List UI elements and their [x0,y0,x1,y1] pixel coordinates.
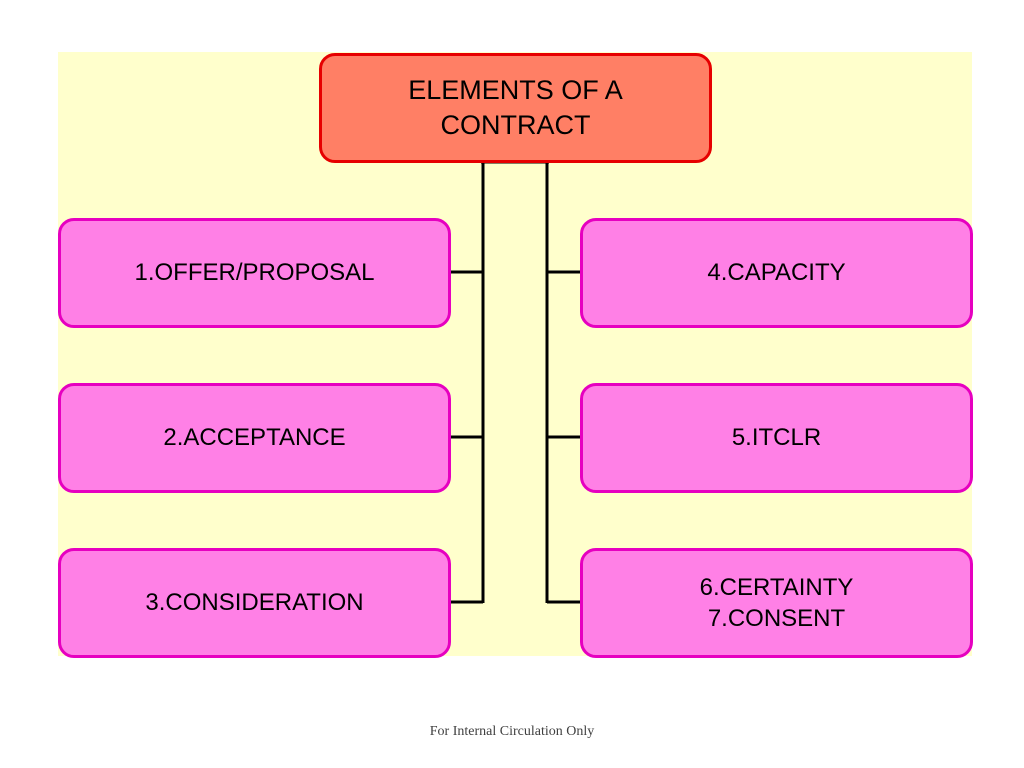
node-label: 4.CAPACITY [707,259,846,287]
node-certainty-consent: 6.CERTAINTY 7.CONSENT [580,548,973,658]
node-label: 3.CONSIDERATION [145,589,364,617]
root-node-line-2: CONTRACT [440,110,591,140]
footer-note: For Internal Circulation Only [429,724,595,739]
node-label-line-2: 7.CONSENT [707,605,846,632]
node-acceptance: 2.ACCEPTANCE [58,383,451,493]
node-offer-proposal: 1.OFFER/PROPOSAL [58,218,451,328]
node-consideration: 3.CONSIDERATION [58,548,451,658]
node-itclr: 5.ITCLR [580,383,973,493]
node-label-line-1: 6.CERTAINTY [699,573,854,601]
node-label: 1.OFFER/PROPOSAL [134,259,375,287]
root-node-line-1: ELEMENTS OF A [408,74,623,105]
node-label: 2.ACCEPTANCE [163,424,346,452]
node-capacity: 4.CAPACITY [580,218,973,328]
node-label: 5.ITCLR [731,424,822,452]
root-node-elements-of-a-contract: ELEMENTS OF A CONTRACT [319,53,712,163]
